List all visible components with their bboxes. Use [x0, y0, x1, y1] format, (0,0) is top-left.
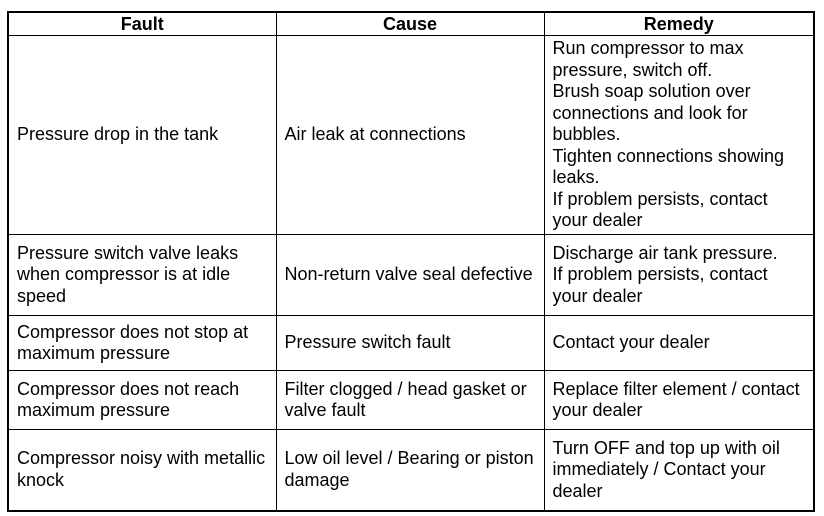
remedy-cell: Discharge air tank pressure. If problem … — [543, 234, 815, 316]
troubleshooting-table: Fault Cause Remedy Pressure drop in the … — [7, 11, 815, 512]
remedy-line: If problem persists, contact your dealer — [552, 264, 768, 306]
table-row: Compressor noisy with metallic knock Low… — [7, 429, 815, 511]
table-row: Pressure drop in the tank Air leak at co… — [7, 35, 815, 235]
remedy-cell: Turn OFF and top up with oil immediately… — [543, 429, 815, 511]
remedy-line: Contact your dealer — [552, 332, 710, 353]
cause-cell: Pressure switch fault — [275, 315, 545, 371]
remedy-line: Replace filter element / contact your de… — [552, 378, 800, 421]
table-header-row: Fault Cause Remedy — [7, 11, 815, 36]
table-row: Compressor does not reach maximum pressu… — [7, 370, 815, 430]
remedy-line: If problem persists, contact your dealer — [552, 188, 768, 231]
fault-cell: Pressure switch valve leaks when compres… — [7, 234, 277, 316]
remedy-line: Discharge air tank pressure. — [552, 242, 778, 263]
column-header-fault: Fault — [7, 11, 277, 36]
table-row: Pressure switch valve leaks when compres… — [7, 234, 815, 316]
remedy-line: Tighten connections showing leaks. — [552, 145, 784, 188]
remedy-line: Brush soap solution over connections and… — [552, 81, 751, 145]
cause-cell: Filter clogged / head gasket or valve fa… — [275, 370, 545, 430]
cause-cell: Non-return valve seal defective — [275, 234, 545, 316]
remedy-cell: Contact your dealer — [543, 315, 815, 371]
fault-cell: Pressure drop in the tank — [7, 35, 277, 235]
table-row: Compressor does not stop at maximum pres… — [7, 315, 815, 371]
remedy-line: Run compressor to max pressure, switch o… — [552, 38, 744, 80]
column-header-cause: Cause — [275, 11, 545, 36]
cause-cell: Air leak at connections — [275, 35, 545, 235]
remedy-line: Turn OFF and top up with oil immediately… — [552, 437, 780, 501]
fault-cell: Compressor does not stop at maximum pres… — [7, 315, 277, 371]
remedy-cell: Replace filter element / contact your de… — [543, 370, 815, 430]
cause-cell: Low oil level / Bearing or piston damage — [275, 429, 545, 511]
fault-cell: Compressor does not reach maximum pressu… — [7, 370, 277, 430]
remedy-cell: Run compressor to max pressure, switch o… — [543, 35, 815, 235]
fault-cell: Compressor noisy with metallic knock — [7, 429, 277, 511]
column-header-remedy: Remedy — [543, 11, 815, 36]
